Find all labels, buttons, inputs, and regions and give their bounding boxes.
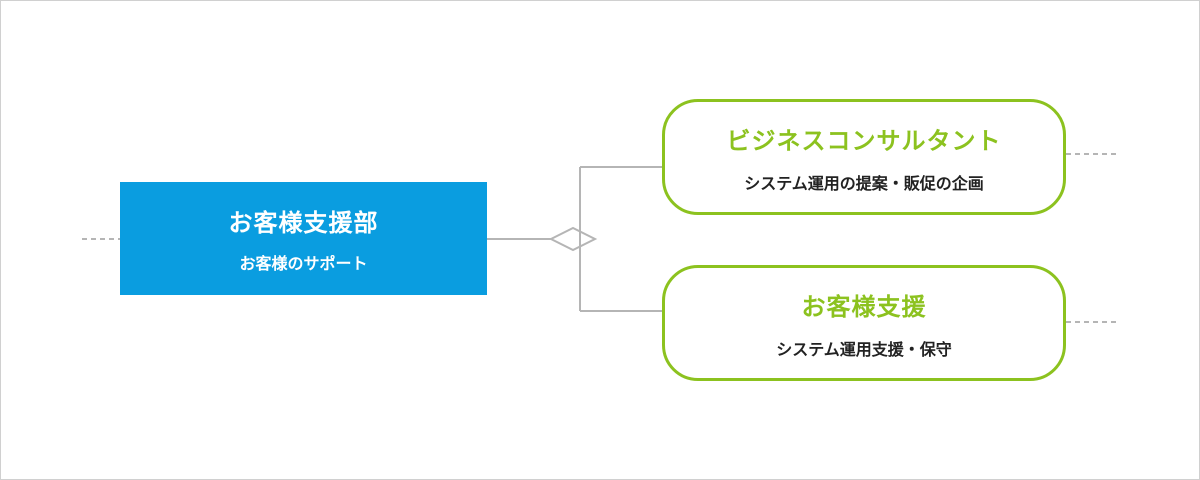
department-title: お客様支援部 bbox=[228, 209, 379, 237]
department-subtitle: お客様のサポート bbox=[239, 254, 368, 273]
role-box-business-consultant: ビジネスコンサルタント システム運用の提案・販促の企画 bbox=[662, 99, 1066, 215]
aggregation-diamond bbox=[548, 226, 598, 252]
role-subtitle: システム運用の提案・販促の企画 bbox=[744, 173, 984, 193]
role-title: お客様支援 bbox=[801, 292, 927, 321]
role-subtitle: システム運用支援・保守 bbox=[776, 339, 952, 359]
role-title: ビジネスコンサルタント bbox=[726, 126, 1002, 155]
role-box-customer-support: お客様支援 システム運用支援・保守 bbox=[662, 265, 1066, 381]
department-box: お客様支援部 お客様のサポート bbox=[120, 182, 487, 295]
